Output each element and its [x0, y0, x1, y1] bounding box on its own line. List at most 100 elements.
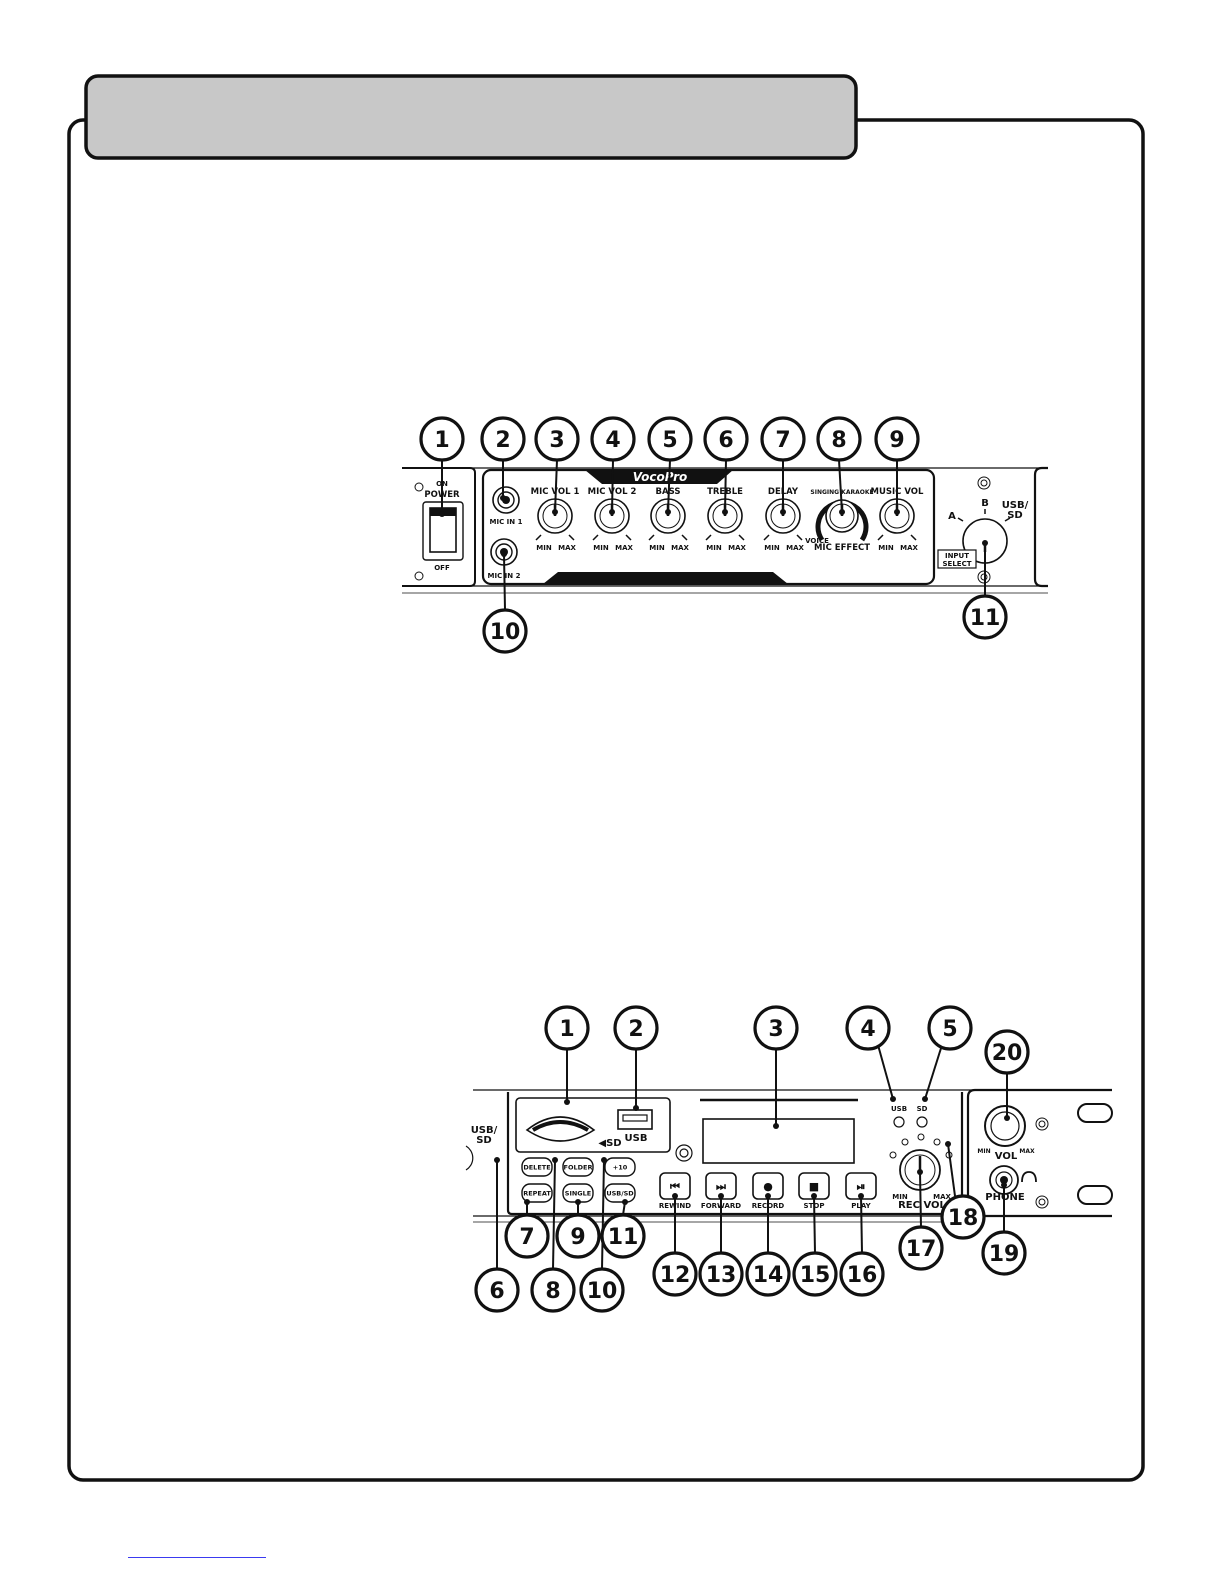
knob-max: MAX	[558, 544, 576, 552]
brand-logo: VocoPro	[633, 470, 688, 484]
callout-number: 4	[860, 1017, 875, 1042]
top-callout-3: 3	[534, 416, 580, 515]
bottom-callout-4: 4	[845, 1005, 896, 1102]
button-label: USB/SD	[606, 1190, 634, 1198]
transport-icon: ⏭	[716, 1180, 726, 1193]
phone-label: PHONE	[985, 1192, 1025, 1203]
knob-max: MAX	[728, 544, 746, 552]
transport-icon: ⏯	[857, 1180, 866, 1193]
led-sd-label: SD	[917, 1105, 928, 1113]
callout-number: 7	[519, 1225, 534, 1250]
input-select-sd: SD	[1007, 510, 1023, 521]
callout-number: 11	[970, 606, 1001, 631]
callout-number: 16	[847, 1263, 878, 1288]
top-callout-5: 5	[647, 416, 693, 515]
bottom-callout-7: 7	[504, 1199, 550, 1259]
sd-card-slot[interactable]	[525, 1116, 596, 1142]
bottom-panel-diagram: USB/ SD ◀SD USB USB SD MIN MAX REC	[465, 1005, 1113, 1313]
callout-number: 2	[628, 1017, 643, 1042]
bottom-callout-11: 11	[600, 1199, 646, 1259]
knob-min: MIN	[706, 544, 722, 552]
led-usb	[893, 1116, 905, 1128]
led-usb-label: USB	[891, 1105, 907, 1113]
power-off-label: OFF	[434, 564, 450, 572]
header-tab	[84, 74, 858, 160]
knob-max: MAX	[786, 544, 804, 552]
input-select-label-1: INPUT	[945, 552, 969, 560]
top-callout-2: 2	[480, 416, 526, 501]
bottom-callout-13: 13	[698, 1193, 744, 1297]
bottom-callout-15: 15	[792, 1193, 838, 1297]
rec-vol-max: MAX	[933, 1193, 951, 1201]
top-callout-4: 4	[590, 416, 636, 515]
button-label: SINGLE	[565, 1190, 591, 1198]
button-delete[interactable]: DELETE	[521, 1157, 553, 1177]
top-callout-11: 11	[962, 540, 1008, 640]
button--10[interactable]: +10	[604, 1157, 636, 1177]
button-repeat[interactable]: REPEAT	[521, 1183, 553, 1203]
knob-2[interactable]: BASSMINMAX	[648, 487, 689, 552]
knob-4[interactable]: DELAYMINMAX	[763, 487, 804, 552]
top-panel-diagram: ON POWER OFF VocoPro MIC IN 1 MIC IN 2 M…	[402, 416, 1048, 654]
transport-icon: ■	[809, 1180, 819, 1193]
transport-icon: ●	[763, 1180, 773, 1193]
top-callout-1: 1	[419, 416, 465, 517]
callout-number: 17	[906, 1237, 937, 1262]
callout-number: 13	[706, 1263, 737, 1288]
input-select-usb: USB/	[1002, 500, 1029, 511]
input-select-b: B	[981, 498, 989, 509]
callout-number: 19	[989, 1242, 1020, 1267]
top-callout-8: 8	[816, 416, 862, 515]
callout-number: 1	[559, 1017, 574, 1042]
bottom-callout-19: 19	[981, 1182, 1027, 1276]
led-sd	[916, 1116, 928, 1128]
knob-max: MAX	[671, 544, 689, 552]
top-callout-10: 10	[482, 551, 528, 654]
mic-effect-top-label: SINGING KARAOKE	[810, 489, 873, 496]
callout-number: 4	[605, 428, 620, 453]
bottom-callout-12: 12	[652, 1193, 698, 1297]
input-select-label-2: SELECT	[943, 560, 972, 568]
callout-number: 12	[660, 1263, 691, 1288]
bottom-callout-3: 3	[753, 1005, 799, 1129]
side-usb-label: USB/	[471, 1125, 498, 1136]
button-label: +10	[613, 1164, 628, 1172]
button-folder[interactable]: FOLDER	[562, 1157, 594, 1177]
sd-slot-label: ◀SD	[598, 1138, 621, 1149]
knob-max: MAX	[615, 544, 633, 552]
callout-number: 10	[490, 620, 521, 645]
mic-effect-label: MIC EFFECT	[814, 543, 870, 553]
callout-number: 8	[545, 1279, 560, 1304]
callout-number: 2	[495, 428, 510, 453]
bottom-callout-2: 2	[613, 1005, 659, 1111]
button-label: REPEAT	[523, 1190, 551, 1198]
callout-number: 9	[570, 1225, 585, 1250]
vol-max: MAX	[1019, 1148, 1035, 1155]
knob-min: MIN	[649, 544, 665, 552]
callout-number: 1	[434, 428, 449, 453]
callout-number: 15	[800, 1263, 831, 1288]
button-label: FOLDER	[564, 1164, 593, 1172]
callout-number: 3	[549, 428, 564, 453]
lcd-display	[702, 1118, 855, 1164]
transport-icon: ⏮	[670, 1180, 680, 1193]
callout-number: 7	[775, 428, 790, 453]
top-callout-6: 6	[703, 416, 749, 515]
top-callout-7: 7	[760, 416, 806, 515]
bottom-callout-14: 14	[745, 1193, 791, 1297]
side-sd-label: SD	[476, 1135, 492, 1146]
rec-vol-min: MIN	[892, 1193, 908, 1201]
usb-port-label: USB	[625, 1133, 648, 1144]
footer-link-underline[interactable]	[128, 1557, 266, 1558]
knob-min: MIN	[536, 544, 552, 552]
bottom-callout-1: 1	[544, 1005, 590, 1105]
callout-number: 10	[587, 1279, 618, 1304]
bottom-callout-6: 6	[474, 1157, 520, 1313]
callout-number: 14	[753, 1263, 784, 1288]
callout-number: 6	[718, 428, 733, 453]
callout-number: 18	[948, 1206, 979, 1231]
button-usb-sd[interactable]: USB/SD	[604, 1183, 636, 1203]
callout-number: 5	[662, 428, 677, 453]
bottom-callout-10: 10	[579, 1157, 625, 1313]
bottom-callout-20: 20	[984, 1029, 1030, 1121]
